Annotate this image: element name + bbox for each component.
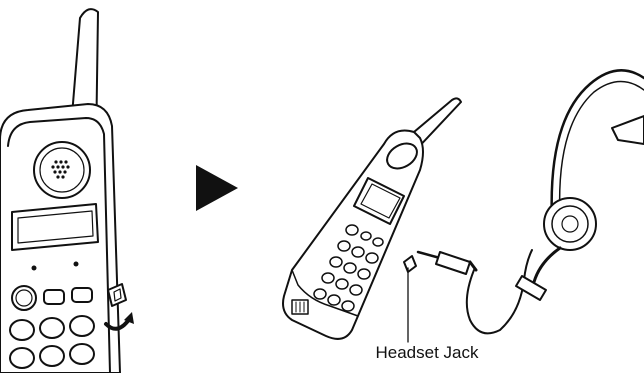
handset-closeup [0, 9, 134, 373]
headset-cord [467, 250, 532, 333]
headset-plug [418, 252, 476, 274]
headset-jack [404, 256, 416, 272]
headset-jack-label: Headset Jack [352, 343, 502, 363]
display-window [12, 204, 98, 250]
headset [516, 70, 644, 300]
mic-boom [534, 248, 560, 282]
headset-pad-right [612, 116, 644, 144]
play-arrow-icon [196, 165, 238, 211]
handset-angled [283, 98, 461, 339]
earpiece [34, 142, 90, 198]
keypad-buttons [10, 286, 94, 368]
plug-body [436, 252, 470, 274]
